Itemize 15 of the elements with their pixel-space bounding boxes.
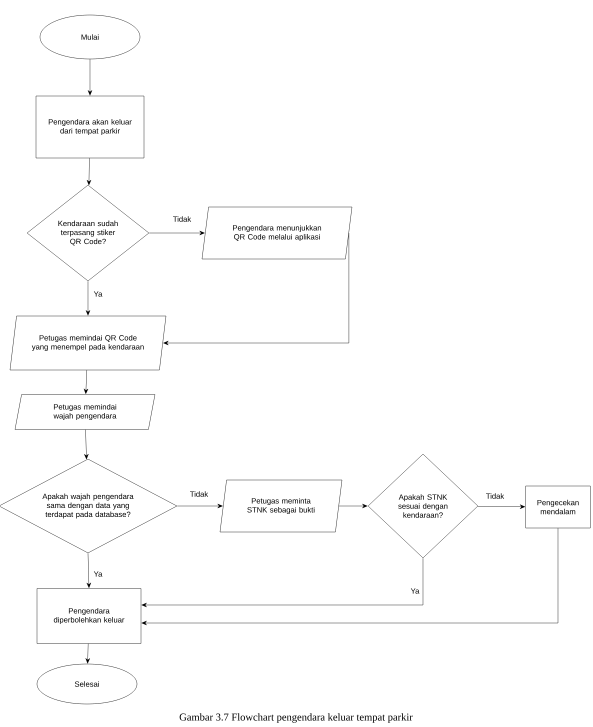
arrow [177, 504, 223, 508]
arrow [84, 370, 88, 394]
arrow [86, 158, 92, 186]
arrow [142, 528, 558, 626]
arrow [88, 59, 92, 96]
arrow [86, 281, 90, 316]
arrow [163, 232, 350, 346]
arrow [86, 644, 90, 664]
arrow [338, 504, 368, 508]
arrow [86, 553, 92, 588]
caption: Gambar 3.7 Flowchart pengendara keluar tempat parkir [180, 713, 413, 723]
arrow [142, 558, 424, 608]
arrow [478, 504, 526, 509]
arrow [149, 230, 205, 236]
arrow [84, 430, 89, 460]
